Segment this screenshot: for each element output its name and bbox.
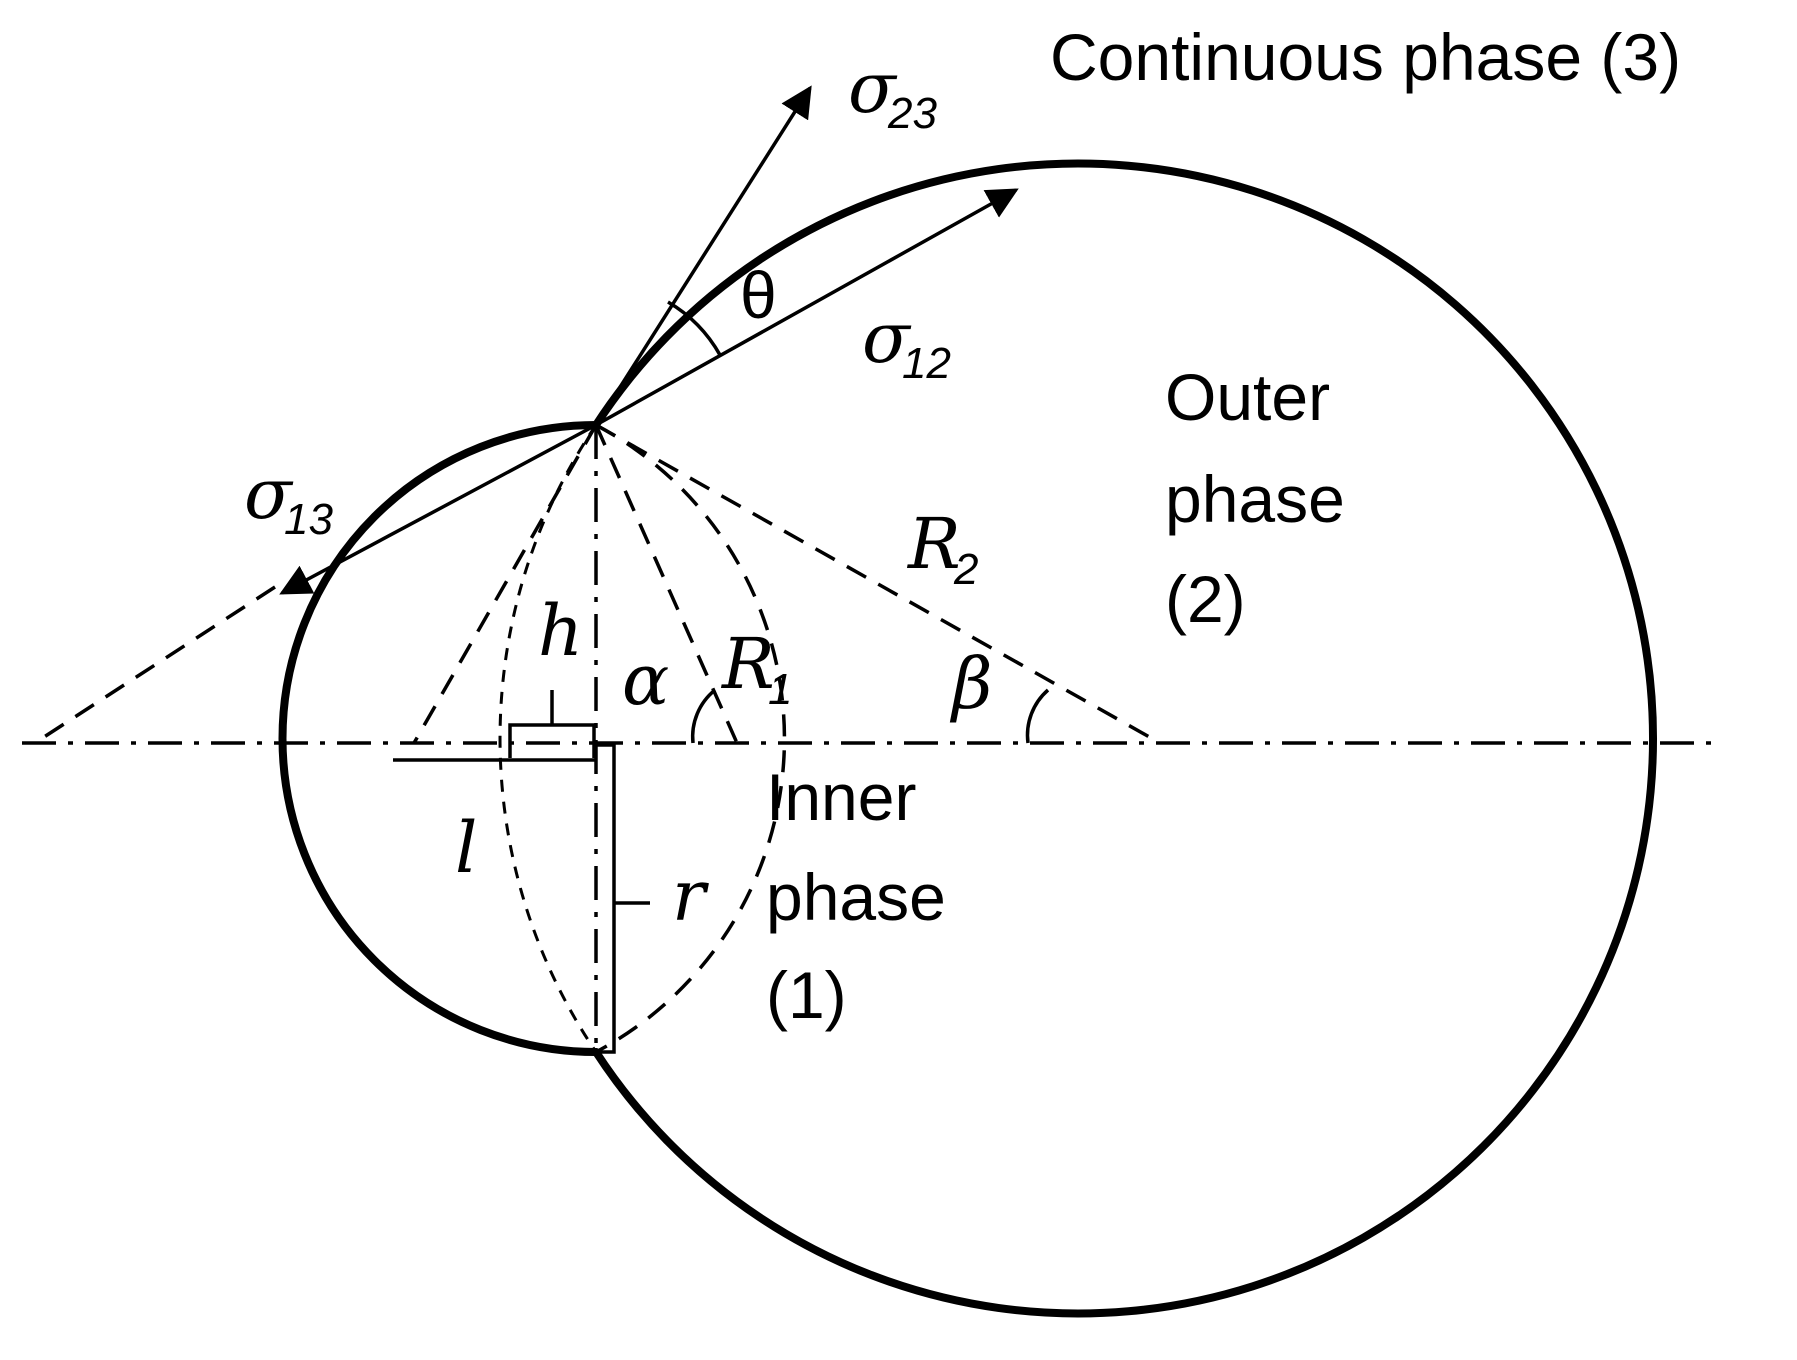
- radius-left-line: [412, 424, 598, 744]
- sigma12-subscript: 12: [902, 339, 951, 388]
- theta-angle-arc: [667, 300, 722, 356]
- sigma12-symbol: σ: [862, 297, 912, 379]
- sigma23-symbol: σ: [848, 47, 898, 129]
- sigma12-vector: [595, 188, 1019, 427]
- inner-sphere-dashed: [595, 423, 787, 1054]
- continuous-phase-label: Continuous phase (3): [1050, 20, 1681, 94]
- beta-label: β: [949, 643, 992, 725]
- r2-subscript: 2: [953, 545, 978, 594]
- alpha-angle-arc: [690, 688, 717, 744]
- inner-phase-boundary: [278, 421, 600, 1056]
- sigma13-vector: [279, 423, 597, 595]
- sigma23-label: σ 23: [848, 47, 937, 138]
- r2-label: R 2: [906, 503, 978, 594]
- sigma23-vector: [594, 85, 812, 426]
- sigma13-subscript: 13: [284, 495, 333, 544]
- inner-cap-dashed-arc: [498, 424, 598, 1053]
- sigma13-symbol: σ: [244, 453, 294, 535]
- sigma12-label: σ 12: [862, 297, 951, 388]
- theta-label: θ: [740, 258, 777, 332]
- sigma23-subscript: 23: [887, 89, 937, 138]
- sigma13-label: σ 13: [244, 453, 333, 544]
- outer-phase-label-3: (2): [1165, 562, 1246, 636]
- outer-phase-label-2: phase: [1165, 462, 1345, 536]
- r-dimension-bracket: [596, 743, 616, 1054]
- r-label: r: [672, 855, 709, 937]
- outer-phase-boundary: [592, 159, 1658, 1318]
- inner-phase-label-3: (1): [766, 958, 847, 1032]
- r1-subscript: 1: [768, 665, 792, 714]
- beta-angle-arc: [1025, 688, 1050, 744]
- r1-label: R 1: [720, 623, 792, 714]
- outer-phase-label-1: Outer: [1165, 360, 1330, 434]
- tangent-extension: [43, 585, 276, 739]
- r1-symbol: R: [720, 623, 775, 705]
- inner-phase-label-2: phase: [766, 860, 946, 934]
- r2-symbol: R: [906, 503, 961, 585]
- h-label: h: [538, 590, 583, 672]
- l-label: l: [455, 807, 477, 889]
- alpha-label: α: [622, 639, 669, 721]
- radius-r2-line: [595, 423, 1161, 745]
- inner-phase-label-1: Inner: [766, 760, 916, 834]
